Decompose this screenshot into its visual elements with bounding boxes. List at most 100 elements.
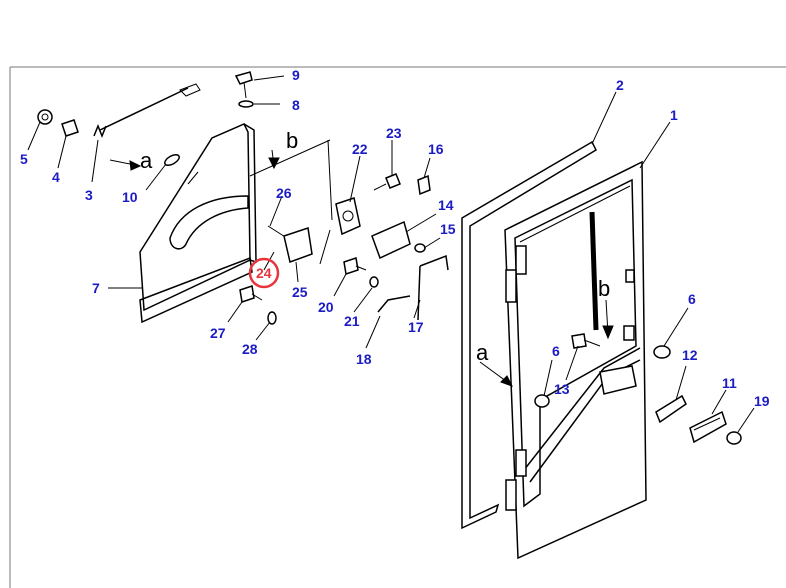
leader-11	[711, 389, 727, 415]
part-label-27: 27	[210, 325, 226, 341]
part-label-28: 28	[242, 341, 258, 357]
reference-arrows	[109, 139, 614, 387]
leader-26	[269, 195, 283, 227]
part-label-20: 20	[318, 299, 334, 315]
part-label-13: 13	[554, 381, 570, 397]
leader-4	[57, 135, 67, 169]
bolt-23-shank	[373, 183, 387, 191]
part-label-2: 2	[616, 77, 624, 93]
cover-panel-part-7	[139, 123, 251, 312]
hinge-upper	[515, 245, 527, 275]
part-label-15: 15	[440, 221, 456, 237]
door-inner-frame	[519, 185, 631, 243]
washer-15	[414, 243, 426, 253]
letter-b-left: b	[286, 128, 298, 153]
part-label-3: 3	[85, 187, 93, 203]
part-label-7: 7	[92, 280, 100, 296]
leader-5	[27, 121, 41, 151]
rod-3	[99, 87, 189, 131]
part-label-9: 9	[292, 67, 300, 83]
bolt-9	[234, 71, 253, 85]
cover-12	[655, 394, 687, 424]
rod-17	[417, 254, 449, 321]
cover-armrest	[169, 195, 249, 250]
part-label-18: 18	[356, 351, 372, 367]
door-latch-small	[625, 269, 635, 283]
bolt-9-shank	[243, 81, 247, 99]
part-label-5: 5	[20, 151, 28, 167]
bolt-13	[571, 333, 587, 349]
cover-slot	[187, 171, 199, 185]
arrow-a2-head	[500, 375, 514, 387]
leader-3	[91, 139, 99, 183]
leader-25	[295, 261, 299, 283]
leader-22	[349, 155, 361, 203]
arrow-a1-head	[129, 160, 142, 171]
cover-assembly	[139, 123, 257, 324]
bracket-25	[283, 227, 313, 263]
part-label-6-door: 6	[552, 343, 560, 359]
leader-9	[253, 75, 285, 81]
nut-5	[37, 109, 53, 125]
clip-19	[726, 431, 742, 445]
part-label-12: 12	[682, 347, 698, 363]
highlight-circle-24	[248, 257, 280, 289]
leader-18	[365, 315, 381, 349]
bolt-13-shank	[583, 339, 601, 347]
hinge-lower-1	[515, 449, 527, 477]
door-channel	[589, 211, 599, 331]
part-label-22: 22	[352, 141, 368, 157]
bolt-27	[239, 285, 255, 303]
leader-13	[565, 345, 579, 381]
nut-5-hole	[41, 113, 49, 121]
leader-14	[405, 213, 437, 233]
leader-10	[145, 163, 167, 191]
arrow-b1-head	[268, 157, 280, 170]
washer-21	[369, 276, 379, 288]
part-label-11: 11	[722, 375, 737, 391]
letter-a-left: a	[140, 148, 153, 173]
handle-11-inner	[693, 417, 721, 431]
part-label-21: 21	[344, 313, 360, 329]
cover-flange	[243, 123, 257, 264]
letter-b-right: b	[598, 276, 610, 301]
washer-28	[267, 311, 277, 325]
leader-20	[333, 273, 347, 297]
hinge-lower-2	[505, 479, 517, 511]
handle-11	[689, 410, 727, 444]
clip-10	[164, 153, 180, 167]
hinge-middle	[505, 269, 517, 303]
leader-19	[737, 407, 755, 433]
bolt-4	[61, 119, 79, 137]
leader-21	[353, 287, 373, 313]
part-label-16: 16	[428, 141, 444, 157]
part-label-6-right: 6	[688, 291, 696, 307]
bolt-20-shank	[355, 265, 367, 271]
leader-16	[423, 157, 431, 179]
part-label-25: 25	[292, 284, 308, 300]
door-latch	[623, 325, 635, 341]
part-label-17: 17	[408, 319, 424, 335]
clip-16	[417, 174, 431, 196]
leader-2	[591, 91, 617, 145]
leader-17	[413, 299, 421, 319]
part-label-23: 23	[386, 125, 402, 141]
part-label-1: 1	[670, 107, 678, 123]
part-label-14: 14	[438, 197, 454, 213]
rod-vertical	[319, 139, 333, 265]
leader-1	[639, 121, 671, 169]
leader-12	[675, 365, 687, 401]
plug-6-door	[534, 394, 550, 408]
part-label-4: 4	[52, 169, 60, 185]
part-label-8: 8	[292, 97, 300, 113]
plug-6-right	[653, 345, 671, 359]
rod-18	[377, 295, 411, 313]
bolt-27-shank	[251, 293, 263, 301]
leader-6d	[543, 359, 553, 397]
bolt-20	[343, 257, 359, 275]
part-label-10: 10	[122, 189, 138, 205]
latch-22	[335, 197, 361, 236]
part-label-19: 19	[754, 393, 770, 409]
bolt-23	[385, 173, 401, 189]
leader-6r	[663, 307, 689, 347]
